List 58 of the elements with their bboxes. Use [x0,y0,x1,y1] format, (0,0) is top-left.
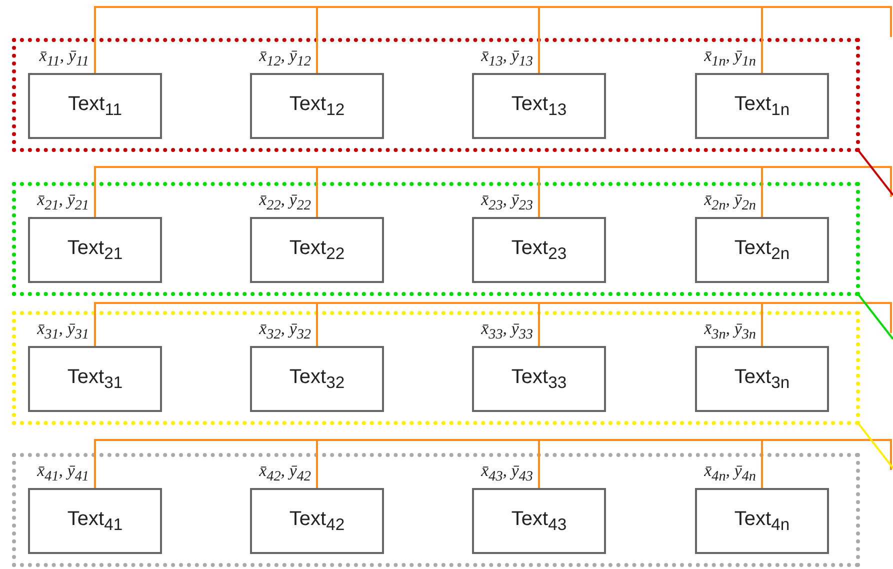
text-box [472,488,606,554]
text-box [28,217,162,283]
connector-line [857,422,893,469]
text-box [250,73,384,139]
mean-coordinates-label: x̄$_{41}$, ȳ$_{41}$ [37,461,89,486]
text-box [28,488,162,554]
dotted-group-frame [12,38,860,152]
mean-coordinates-label: x̄$_{43}$, ȳ$_{43}$ [481,461,533,486]
dotted-group-frame [12,453,860,567]
box-text: Text$_{23}$ [511,236,567,264]
mean-coordinates-label: x̄$_{21}$, ȳ$_{21}$ [37,190,89,216]
dotted-group-frame [12,182,860,296]
box-text: Text$_{31}$ [67,366,123,392]
box-text: Text$_{33}$ [511,366,567,392]
mean-coordinates-label: x̄$_{1n}$, ȳ$_{1n}$ [704,46,756,72]
mean-coordinates-label: x̄$_{3n}$, ȳ$_{3n}$ [704,319,756,344]
box-text: Text$_{3n}$ [734,366,790,392]
text-box [695,73,829,139]
text-box [695,346,829,412]
box-text: Text$_{13}$ [511,92,567,120]
mean-coordinates-label: x̄$_{42}$, ȳ$_{42}$ [259,461,311,486]
text-box [472,73,606,139]
mean-coordinates-label: x̄$_{32}$, ȳ$_{32}$ [259,319,311,344]
box-text: Text$_{43}$ [511,508,567,534]
mean-coordinates-label: x̄$_{11}$, ȳ$_{11}$ [39,46,89,72]
text-box [250,346,384,412]
text-box [250,217,384,283]
text-box [250,488,384,554]
mean-coordinates-label: x̄$_{13}$, ȳ$_{13}$ [481,46,533,72]
mean-coordinates-label: x̄$_{4n}$, ȳ$_{4n}$ [704,461,756,486]
mean-coordinates-label: x̄$_{22}$, ȳ$_{22}$ [259,190,311,216]
mean-coordinates-label: x̄$_{33}$, ȳ$_{33}$ [481,319,533,344]
text-box [28,73,162,139]
box-text: Text$_{22}$ [289,236,345,264]
mean-coordinates-label: x̄$_{23}$, ȳ$_{23}$ [481,190,533,216]
mean-coordinates-label: x̄$_{31}$, ȳ$_{31}$ [37,319,89,344]
box-text: Text$_{21}$ [67,236,123,264]
text-box [28,346,162,412]
connector-line [857,149,893,196]
box-text: Text$_{32}$ [289,366,345,392]
box-text: Text$_{11}$ [68,92,122,120]
box-text: Text$_{41}$ [67,508,123,534]
text-box [695,217,829,283]
connector-line [761,439,892,488]
text-box [472,346,606,412]
mean-coordinates-label: x̄$_{2n}$, ȳ$_{2n}$ [704,190,756,216]
box-text: Text$_{2n}$ [734,236,790,264]
box-text: Text$_{4n}$ [734,508,790,534]
dotted-group-frame [12,311,860,425]
box-text: Text$_{1n}$ [734,92,790,120]
connector-line [761,302,892,346]
box-text: Text$_{42}$ [289,508,345,534]
connector-line [857,293,893,340]
box-text: Text$_{12}$ [289,92,345,120]
text-box [472,217,606,283]
connector-line [761,6,892,73]
mean-coordinates-label: x̄$_{12}$, ȳ$_{12}$ [259,46,311,72]
text-box [695,488,829,554]
